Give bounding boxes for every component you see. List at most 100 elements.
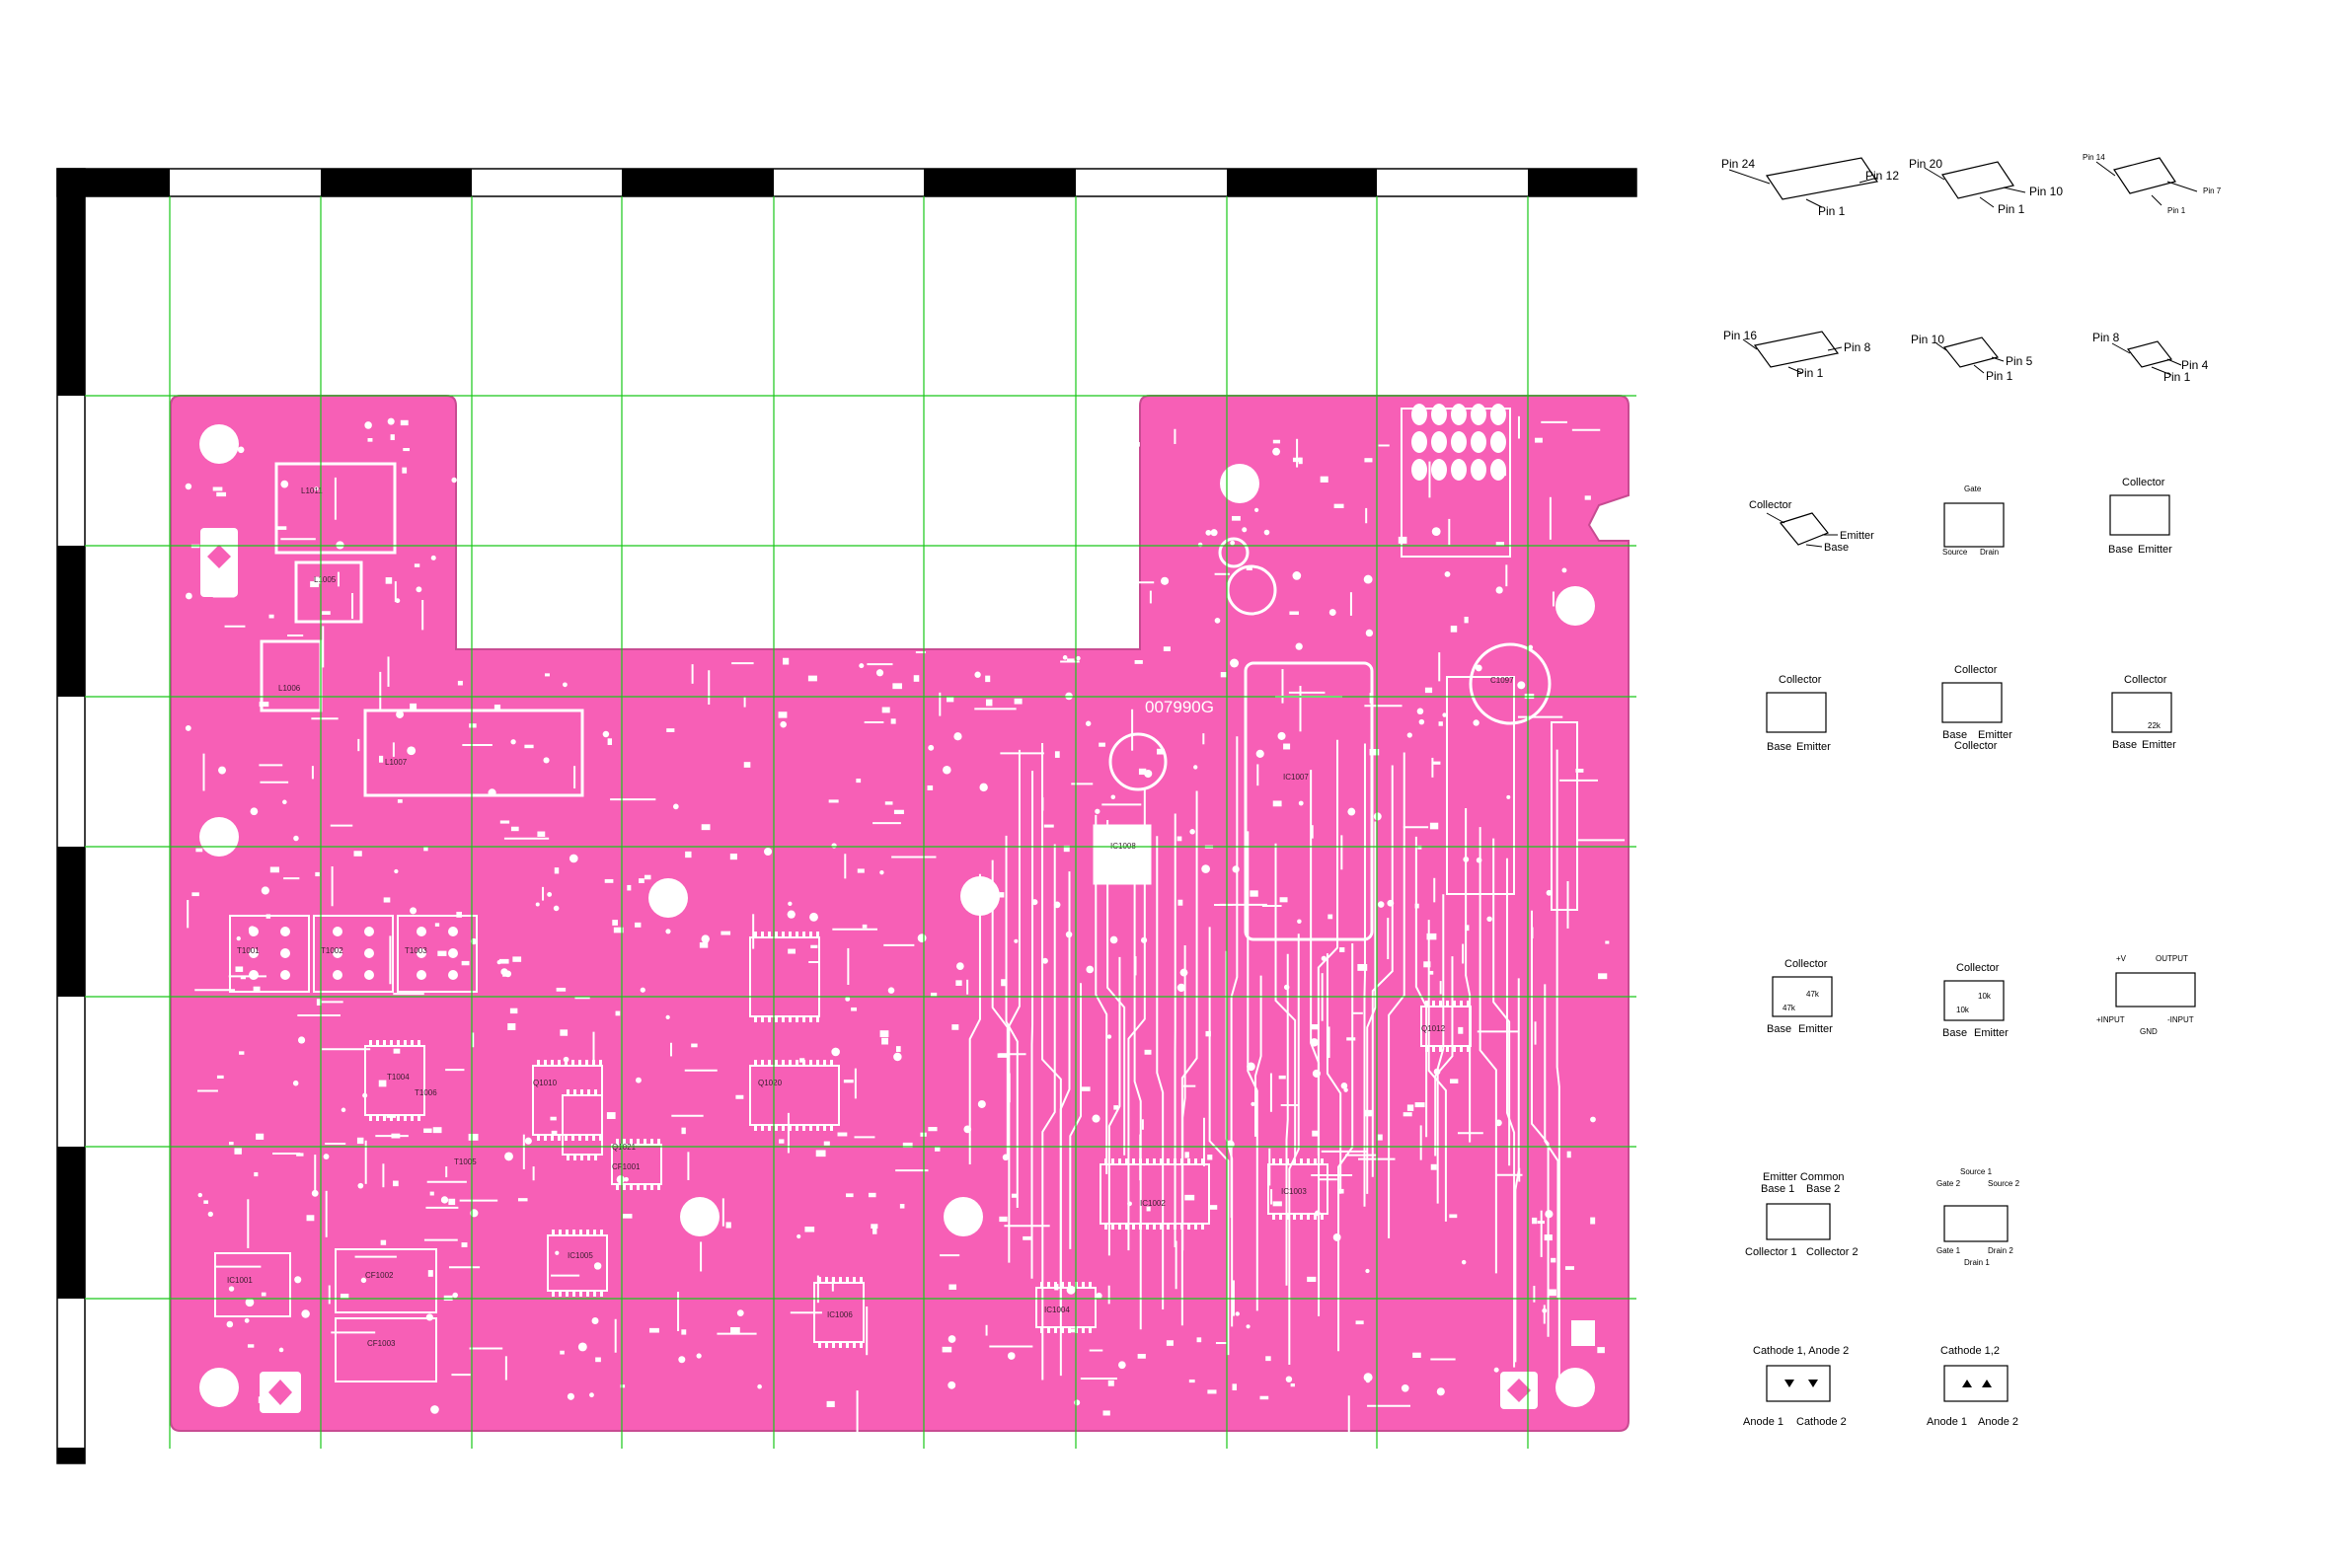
smd-pad (195, 849, 202, 853)
smd-pad (951, 1024, 958, 1030)
ruler-block (1528, 169, 1636, 196)
smd-pad (1538, 1221, 1545, 1224)
smd-pad (1407, 1104, 1413, 1110)
smd-pad (999, 1217, 1007, 1222)
ic-pin (1153, 1158, 1156, 1164)
via (364, 421, 372, 429)
smd-pad (435, 923, 439, 927)
via (407, 746, 416, 755)
reference-designator: T1004 (387, 1073, 410, 1082)
ic-pin (390, 1040, 393, 1046)
smd-pad (1184, 1195, 1194, 1201)
ic-pin (544, 1135, 547, 1141)
smd-pad (1590, 1218, 1595, 1225)
ic-pin (1089, 1327, 1092, 1333)
smd-pad (880, 1030, 889, 1037)
smd-pad (1429, 971, 1434, 975)
ic-pin (551, 1135, 554, 1141)
smd-pad (779, 711, 788, 717)
via (1463, 857, 1469, 862)
pin-label: Emitter (1974, 1027, 2009, 1039)
ic-pin (809, 1125, 812, 1131)
via (1292, 571, 1301, 580)
smd-pad (595, 1357, 601, 1362)
ic-pin (1167, 1158, 1170, 1164)
smd-pad (1415, 904, 1419, 909)
ic-pin (1293, 1214, 1296, 1220)
pin-label: Pin 8 (1844, 340, 1871, 354)
via (294, 1276, 301, 1283)
ic-pin (1104, 1158, 1107, 1164)
ruler-block (57, 169, 170, 196)
pin-label: Collector (2124, 674, 2167, 686)
ic-pin (1146, 1158, 1149, 1164)
smd-pad (1135, 442, 1139, 447)
via (1378, 901, 1385, 908)
ic-pin (650, 1184, 653, 1190)
switch-contact (1431, 459, 1447, 481)
smd-pad (844, 1080, 854, 1083)
pkg-8pin: Pin 8 Pin 4 Pin 1 (2092, 331, 2209, 384)
ic-pin (809, 1060, 812, 1066)
pin-label: Emitter (2138, 544, 2172, 556)
smd-pad (511, 827, 519, 831)
pkg-dual-transistor: Emitter Common Base 1 Base 2 Collector 1… (1745, 1171, 1858, 1258)
ic-pin (816, 1016, 819, 1022)
reference-designator: L1007 (385, 758, 408, 767)
ic-pin (578, 1135, 581, 1141)
via (1322, 956, 1327, 961)
pin-label: Cathode 1,2 (1940, 1345, 2000, 1357)
ic-pin (417, 1040, 420, 1046)
ic-pin (369, 1040, 372, 1046)
via (879, 870, 883, 874)
ic-pin (818, 1277, 821, 1283)
smd-pad (1415, 1102, 1425, 1107)
via (227, 1321, 234, 1328)
via (594, 1262, 601, 1269)
smd-pad (1099, 743, 1105, 747)
pin-label: Base (1942, 1027, 1967, 1039)
ic-pin (600, 1291, 603, 1297)
pin-label: Pin 24 (1721, 157, 1755, 171)
smd-pad (1399, 537, 1407, 544)
ic-pin (1054, 1327, 1057, 1333)
via (1561, 567, 1566, 572)
ic-pin (587, 1155, 590, 1160)
smd-pad (410, 704, 417, 709)
via (388, 418, 395, 425)
via (1434, 1069, 1441, 1076)
smd-pad (885, 801, 893, 804)
via (673, 804, 679, 810)
via (974, 672, 980, 678)
ic-pin (1453, 1001, 1456, 1007)
pkg-digital-transistor-10k: Collector 10k 10k Base Emitter (1942, 962, 2009, 1039)
pin-label: Drain 1 (1964, 1258, 1990, 1267)
ic-pin (1321, 1214, 1324, 1220)
via (245, 1318, 250, 1323)
smd-pad (1044, 825, 1054, 828)
power-regulator (1094, 825, 1151, 884)
smd-pad (1145, 1050, 1152, 1055)
ic-pin (411, 1040, 414, 1046)
ic-pin (580, 1155, 583, 1160)
via (441, 1196, 448, 1203)
via (1127, 1201, 1132, 1206)
smd-pad (458, 681, 463, 686)
via (1387, 900, 1394, 907)
via (943, 766, 951, 775)
smd-pad (1567, 1152, 1571, 1158)
smd-pad (1273, 440, 1280, 444)
ic-pin (839, 1342, 842, 1348)
smd-pad (1364, 1110, 1374, 1116)
switch-contact (1431, 431, 1447, 453)
smd-pad (896, 1046, 901, 1052)
pin-label: Base 2 (1806, 1183, 1840, 1195)
ic-pin (404, 1115, 407, 1121)
via (1107, 1034, 1111, 1038)
smd-pad (1532, 1218, 1537, 1224)
pin-label: Base (1767, 1023, 1791, 1035)
reference-designator: L1006 (278, 684, 301, 693)
ic-pin (853, 1277, 856, 1283)
relay-pin (448, 948, 458, 958)
ic-pin (1446, 1001, 1449, 1007)
